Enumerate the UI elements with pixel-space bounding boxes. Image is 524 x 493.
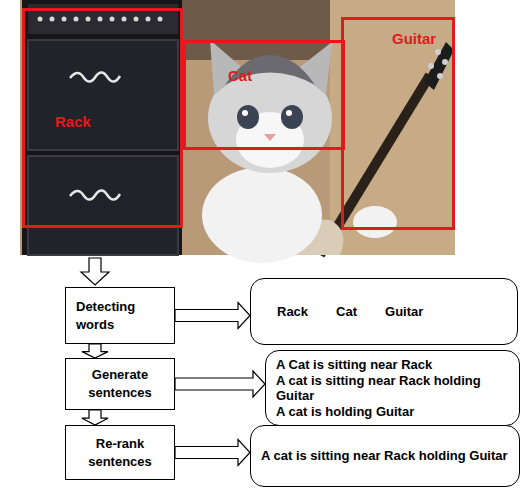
box-text: A cat is sitting near Rack holding Guita… <box>276 373 509 404</box>
output-box: Rack Cat Guitar <box>250 278 518 345</box>
detection-box: Cat <box>183 40 345 150</box>
box-text: Detecting words <box>76 298 164 333</box>
object-label: Cat <box>228 67 342 84</box>
box-text: Cat <box>336 304 357 319</box>
amp-rack <box>22 0 182 255</box>
object-label: Guitar <box>392 30 452 47</box>
block-arrow <box>175 303 250 329</box>
output-box: A cat is sitting near Rack holding Guita… <box>250 425 520 487</box>
wall <box>180 0 330 60</box>
box-text: Guitar <box>385 304 423 319</box>
box-text: Generate sentences <box>76 366 164 401</box>
process-box: Detecting words <box>65 287 175 344</box>
box-text: Re-rank sentences <box>76 435 164 470</box>
block-arrow <box>82 344 108 358</box>
box-text: A cat is sitting near Rack holding Guita… <box>261 448 509 464</box>
detection-box: Rack <box>22 8 183 228</box>
block-arrow <box>175 440 250 466</box>
process-box: Re-rank sentences <box>65 425 175 480</box>
object-label: Rack <box>55 113 180 130</box>
box-text: A cat is holding Guitar <box>276 404 509 420</box>
detection-box: Guitar <box>341 17 455 230</box>
output-box: A Cat is sitting near RackA cat is sitti… <box>265 350 520 426</box>
block-arrow <box>175 371 265 397</box>
box-text: A Cat is sitting near Rack <box>276 357 509 373</box>
block-arrow <box>82 410 108 425</box>
down-arrow <box>81 258 109 285</box>
process-box: Generate sentences <box>65 358 175 410</box>
box-text: Rack <box>277 304 308 319</box>
